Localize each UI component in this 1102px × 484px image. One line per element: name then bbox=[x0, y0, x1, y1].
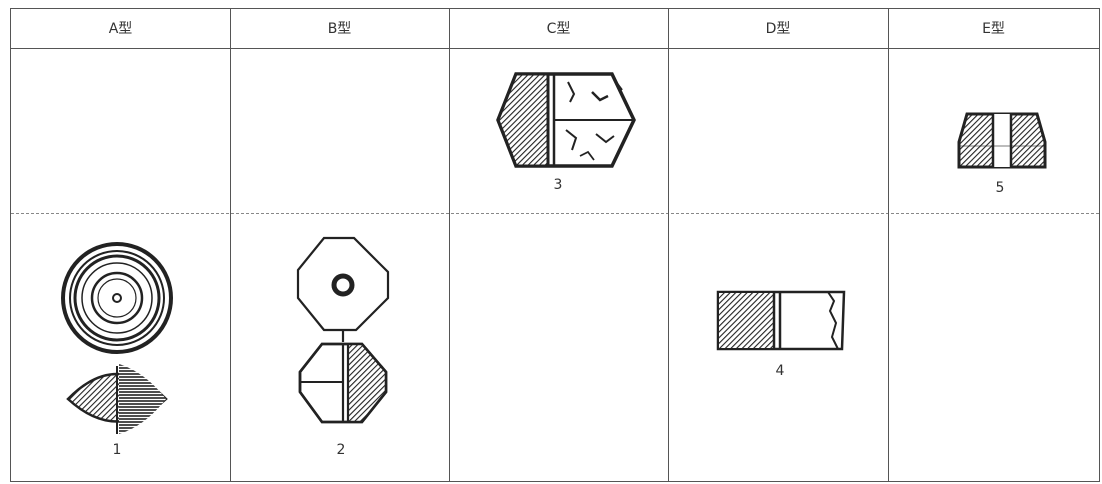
figure-number-4: 4 bbox=[775, 363, 785, 379]
figure-number-1: 1 bbox=[112, 442, 122, 458]
header-divider bbox=[11, 48, 1099, 49]
figure-number-3: 3 bbox=[553, 177, 563, 193]
figure-3-bead-drawing bbox=[496, 72, 636, 168]
figure-number-5: 5 bbox=[995, 180, 1005, 196]
column-divider bbox=[449, 9, 450, 481]
column-divider bbox=[230, 9, 231, 481]
column-header-b: B型 bbox=[327, 21, 352, 37]
column-header-a: A型 bbox=[108, 21, 133, 37]
column-header-e: E型 bbox=[982, 21, 1005, 37]
column-header-d: D型 bbox=[765, 21, 791, 37]
figure-4-bead-drawing bbox=[716, 290, 846, 351]
figure-number-2: 2 bbox=[336, 442, 346, 458]
figure-5-bead-drawing bbox=[957, 112, 1047, 169]
typology-table: A型 B型 C型 D型 E型 bbox=[10, 8, 1100, 482]
figure-2-bead-drawing bbox=[296, 236, 390, 424]
column-header-c: C型 bbox=[546, 21, 571, 37]
row-divider-dotted bbox=[11, 213, 1099, 214]
column-divider bbox=[888, 9, 889, 481]
column-divider bbox=[668, 9, 669, 481]
figure-1-bead-drawing bbox=[61, 242, 173, 434]
